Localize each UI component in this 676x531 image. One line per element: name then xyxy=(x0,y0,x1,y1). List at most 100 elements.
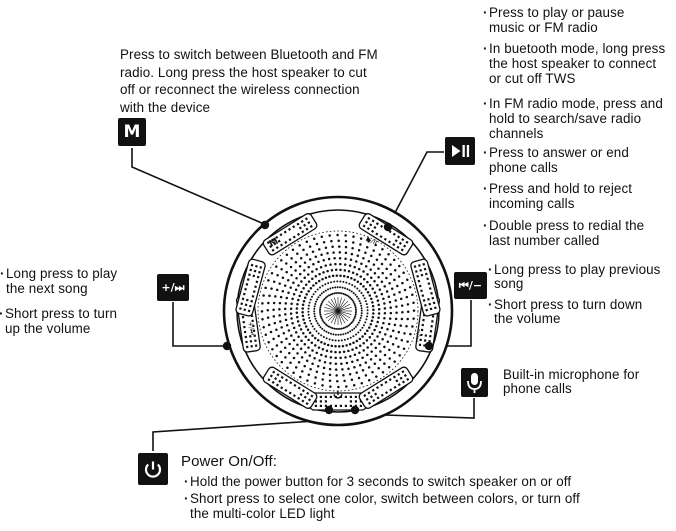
grille-hole xyxy=(352,292,355,295)
grille-hole xyxy=(357,331,360,334)
grille-hole xyxy=(388,300,392,304)
grille-hole xyxy=(314,317,317,320)
grille-hole xyxy=(349,336,352,339)
grille-hole xyxy=(311,250,315,253)
grille-hole xyxy=(373,328,376,332)
grille-hole xyxy=(349,355,352,358)
grille-hole xyxy=(297,298,300,302)
grille-hole xyxy=(393,269,397,272)
grille-hole xyxy=(267,279,270,282)
grille-center-ray xyxy=(337,307,352,312)
grille-hole xyxy=(366,312,369,315)
grille-hole xyxy=(325,349,329,352)
grille-hole xyxy=(378,330,382,334)
grille-hole xyxy=(285,296,289,300)
grille-hole xyxy=(376,335,379,338)
power-description-item-text: Hold the power button for 3 seconds to s… xyxy=(190,474,572,489)
grille-hole xyxy=(308,258,312,261)
grille-hole xyxy=(296,343,299,346)
grille-hole xyxy=(264,286,267,290)
grille-hole xyxy=(325,330,328,333)
grille-hole xyxy=(310,322,313,325)
grille-hole xyxy=(271,348,274,351)
grille-hole xyxy=(358,351,361,355)
grille-hole xyxy=(358,319,361,322)
speaker-grille xyxy=(260,233,416,389)
grille-hole xyxy=(328,367,332,371)
grille-hole xyxy=(368,335,372,339)
grille-hole xyxy=(336,286,339,289)
grille-hole xyxy=(275,344,279,347)
grille-hole xyxy=(294,331,298,334)
grille-hole xyxy=(383,362,386,365)
grille-hole xyxy=(302,299,306,303)
grille-hole xyxy=(363,324,365,327)
grille-hole xyxy=(322,271,325,274)
grille-hole xyxy=(337,328,339,330)
grille-hole xyxy=(309,319,312,322)
grille-hole xyxy=(339,356,342,360)
grille-hole xyxy=(304,351,307,354)
grille-hole xyxy=(290,257,293,260)
grille-hole xyxy=(285,337,288,341)
grille-hole xyxy=(321,277,324,281)
grille-hole xyxy=(290,302,293,306)
grille-center-ray xyxy=(337,310,342,325)
grille-hole xyxy=(394,299,397,302)
grille-hole xyxy=(277,334,280,338)
grille-hole xyxy=(266,309,270,312)
grille-hole xyxy=(286,278,290,282)
microphone-icon xyxy=(467,373,482,393)
previous-volume-down-button[interactable]: ⏮/− xyxy=(454,272,487,299)
power-button[interactable] xyxy=(138,453,168,485)
grille-hole xyxy=(369,323,373,326)
grille-hole xyxy=(350,298,353,300)
grille-hole xyxy=(309,298,312,301)
grille-hole xyxy=(318,248,321,251)
bullet-mark: · xyxy=(184,491,189,506)
button-contact-points xyxy=(222,220,434,415)
grille-hole xyxy=(300,356,304,359)
grille-hole xyxy=(329,356,333,359)
grille-hole xyxy=(375,375,378,378)
grille-hole xyxy=(389,335,393,338)
body-label-next: +/⏭ xyxy=(246,321,257,336)
grille-hole xyxy=(364,251,367,254)
grille-hole xyxy=(315,370,319,374)
grille-hole xyxy=(347,367,350,370)
grille-hole xyxy=(360,381,364,385)
grille-hole xyxy=(371,332,374,335)
grille-hole xyxy=(300,290,303,294)
grille-hole xyxy=(278,282,281,285)
play-pause-button[interactable] xyxy=(445,137,475,165)
grille-hole xyxy=(348,289,351,292)
grille-hole xyxy=(280,259,283,262)
grille-hole xyxy=(380,326,384,329)
grille-hole xyxy=(371,370,374,374)
grille-hole xyxy=(395,311,398,315)
grille-hole xyxy=(356,254,360,258)
grille-hole xyxy=(399,297,403,301)
grille-hole xyxy=(384,333,387,336)
grille-hole xyxy=(297,335,300,338)
grille-hole xyxy=(399,324,402,327)
grille-hole xyxy=(337,239,340,243)
grille-hole xyxy=(314,376,317,379)
mode-button[interactable]: M xyxy=(118,118,146,146)
button-pad xyxy=(410,258,441,317)
grille-hole xyxy=(295,277,298,280)
play-pause-description-item: ·In FM radio mode, press and hold to sea… xyxy=(483,96,663,141)
grille-hole xyxy=(267,323,271,327)
grille-hole xyxy=(324,289,327,292)
grille-hole xyxy=(311,334,314,337)
grille-hole xyxy=(355,371,358,374)
grille-hole xyxy=(319,304,322,307)
grille-hole xyxy=(308,245,312,248)
next-volume-up-button[interactable]: +/⏭ xyxy=(157,274,189,301)
grille-hole xyxy=(364,321,367,324)
grille-hole xyxy=(328,275,331,278)
grille-hole xyxy=(275,328,278,331)
grille-hole xyxy=(281,276,285,279)
previous-volume-down-label: ⏮/− xyxy=(458,278,483,292)
grille-hole xyxy=(397,275,401,278)
